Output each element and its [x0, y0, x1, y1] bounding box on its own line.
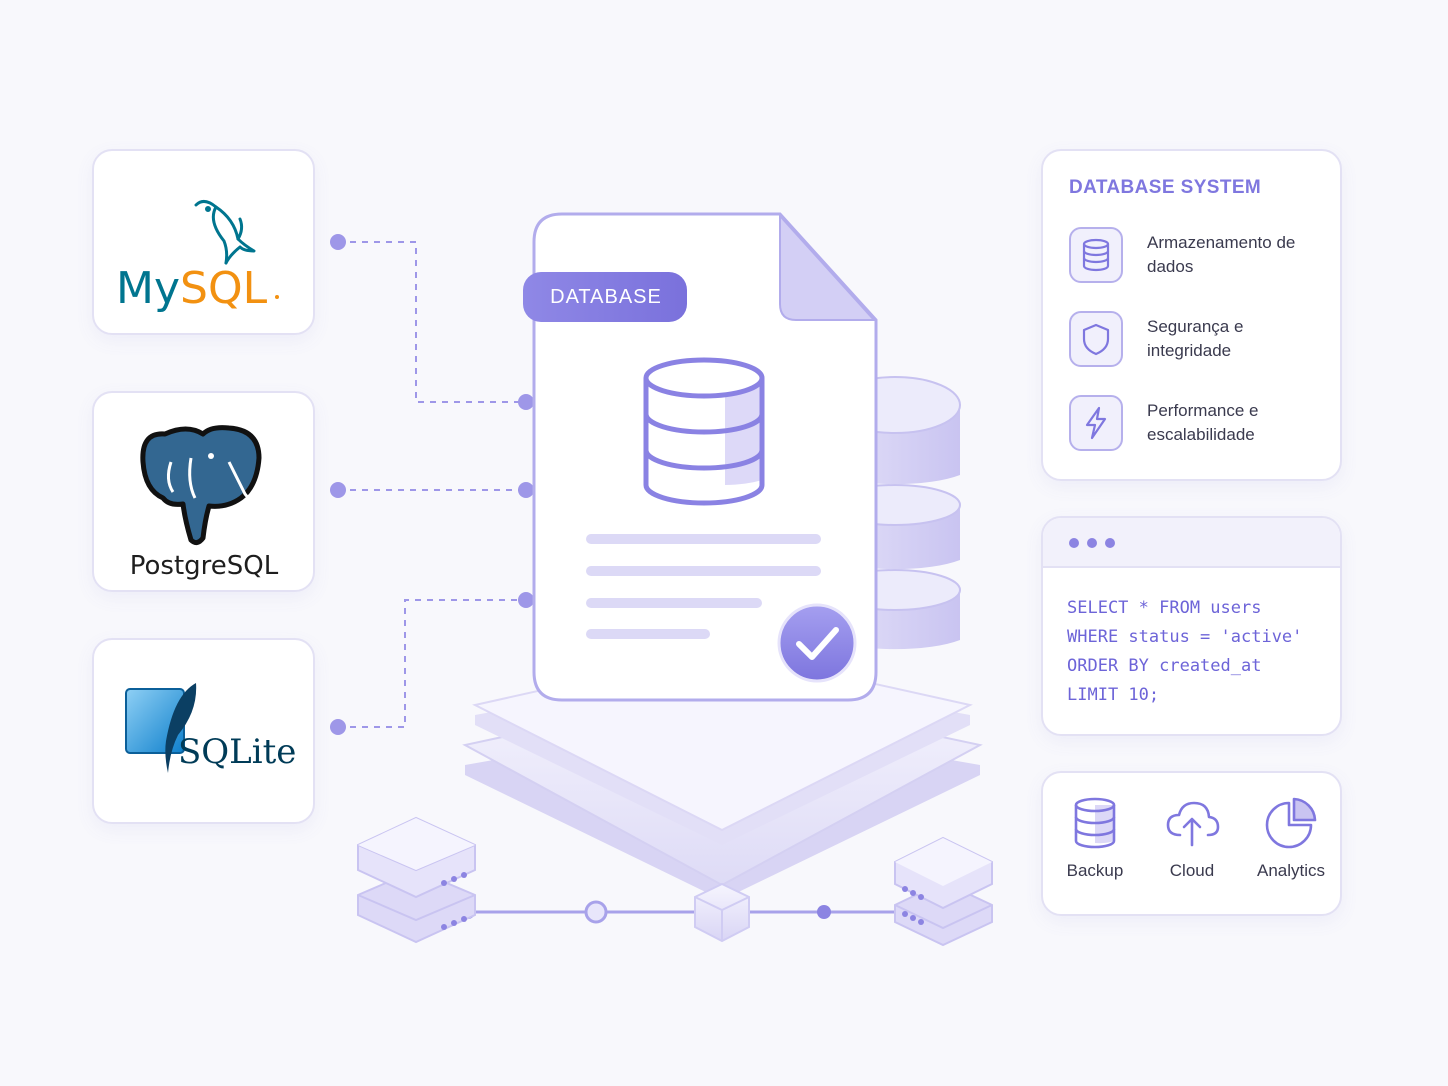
document-badge	[523, 272, 687, 322]
lightning-icon	[1069, 395, 1123, 451]
tool-label: Cloud	[1169, 861, 1215, 880]
window-dot	[1105, 538, 1115, 548]
window-dot	[1087, 538, 1097, 548]
tool-label: Analytics	[1256, 861, 1326, 880]
window-dot	[1069, 538, 1079, 548]
tool-label: Backup	[1066, 861, 1124, 880]
sqlite-card: SQLite	[92, 638, 315, 824]
cube-icon	[694, 882, 750, 943]
mysql-logo: MySQL	[116, 200, 279, 314]
server-right-icon	[894, 836, 993, 947]
network-line	[461, 900, 906, 924]
connector-node	[330, 234, 346, 250]
sqlite-logo: SQLite	[124, 683, 296, 773]
code-line: LIMIT 10;	[1067, 685, 1160, 705]
code-line: WHERE status = 'active'	[1067, 627, 1303, 647]
postgresql-card: PostgreSQL	[92, 391, 315, 592]
mysql-label-sql: SQL	[180, 263, 268, 314]
database-document: DATABASE	[523, 212, 878, 702]
mysql-card: MySQL	[92, 149, 315, 335]
feature-label: Segurança e integridade	[1147, 317, 1244, 360]
connectors	[338, 241, 526, 728]
feature-label: Performance e escalabilidade	[1147, 401, 1259, 444]
elephant-icon	[139, 424, 261, 545]
database-icon	[643, 357, 765, 506]
server-left-icon	[357, 816, 476, 944]
mysql-label-my: My	[116, 263, 180, 314]
tools-card: Backup Cloud Analytics	[1041, 771, 1342, 916]
tool-analytics: Analytics	[1241, 797, 1341, 881]
pie-chart-icon	[1265, 797, 1317, 849]
features-title: DATABASE SYSTEM	[1069, 177, 1262, 198]
postgresql-label: PostgreSQL	[129, 551, 278, 581]
database-icon	[1074, 797, 1116, 849]
code-line: SELECT * FROM users	[1067, 598, 1262, 618]
connector-node	[518, 592, 534, 608]
tool-cloud: Cloud	[1142, 797, 1242, 881]
sqlite-label: SQLite	[178, 732, 296, 772]
postgresql-logo: PostgreSQL	[129, 424, 278, 581]
svg-text:MySQL: MySQL	[116, 263, 268, 314]
code-line: ORDER BY created_at	[1067, 656, 1262, 676]
features-card: DATABASE SYSTEM Armazenamento de dados S…	[1041, 149, 1342, 481]
shield-icon	[1069, 311, 1123, 367]
feature-item: Segurança e integridade	[1069, 311, 1297, 367]
feature-item: Performance e escalabilidade	[1069, 395, 1297, 451]
tool-backup: Backup	[1045, 797, 1145, 881]
cloud-upload-icon	[1166, 801, 1220, 847]
connector-node	[518, 482, 534, 498]
feather-icon	[164, 683, 196, 773]
connector-node	[330, 482, 346, 498]
check-icon	[777, 603, 857, 683]
document-badge-label: DATABASE	[550, 286, 662, 308]
feature-label: Armazenamento de dados	[1147, 233, 1296, 276]
connector-node	[330, 719, 346, 735]
dolphin-icon	[194, 200, 255, 265]
feature-item: Armazenamento de dados	[1069, 227, 1297, 283]
database-icon	[1069, 227, 1123, 283]
connector-node	[518, 394, 534, 410]
document-text-lines	[586, 534, 821, 639]
code-window-header	[1043, 518, 1340, 568]
